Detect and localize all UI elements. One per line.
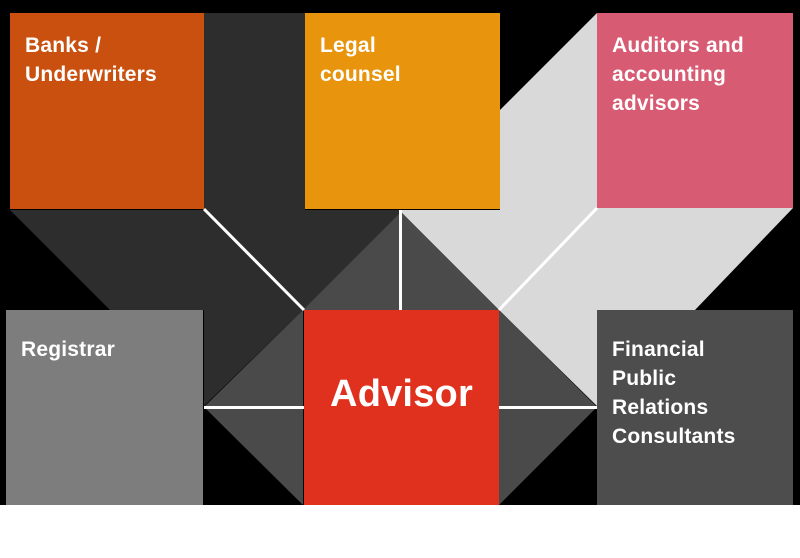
node-label-line: Auditors and: [612, 34, 744, 57]
node-label-line: Consultants: [612, 425, 736, 448]
node-label-line: Legal: [320, 34, 376, 57]
node-label-line: Relations: [612, 396, 709, 419]
right-lower-triangle: [499, 407, 597, 505]
left-upper-triangle: [204, 310, 303, 407]
advisor-label: Advisor: [330, 373, 473, 415]
node-label-line: Financial: [612, 338, 705, 361]
node-label: Auditors and accounting advisors: [597, 13, 793, 118]
node-registrar: Registrar: [6, 310, 203, 505]
node-label-line: Banks /: [25, 34, 102, 57]
node-advisor-center: Advisor: [304, 310, 499, 505]
node-label-line: advisors: [612, 92, 700, 115]
connector-banks-advisor: [202, 207, 306, 312]
node-label: Banks / Underwriters: [10, 13, 204, 89]
left-lower-triangle: [204, 407, 303, 505]
connector-auditors-advisor: [497, 206, 599, 312]
node-label-line: accounting: [612, 63, 727, 86]
node-label-line: Registrar: [21, 338, 116, 361]
node-label: Registrar: [6, 310, 203, 364]
node-financial-public-relations-consultants: Financial Public Relations Consultants: [597, 310, 793, 505]
node-label-line: Public: [612, 367, 677, 390]
node-label-line: counsel: [320, 63, 401, 86]
right-upper-triangle: [499, 310, 597, 407]
node-auditors-accounting-advisors: Auditors and accounting advisors: [597, 13, 793, 208]
node-label: Financial Public Relations Consultants: [597, 310, 793, 451]
node-label-line: Underwriters: [25, 63, 157, 86]
node-label: Legal counsel: [305, 13, 500, 89]
node-legal-counsel: Legal counsel: [305, 13, 500, 209]
node-banks-underwriters: Banks / Underwriters: [10, 13, 204, 209]
